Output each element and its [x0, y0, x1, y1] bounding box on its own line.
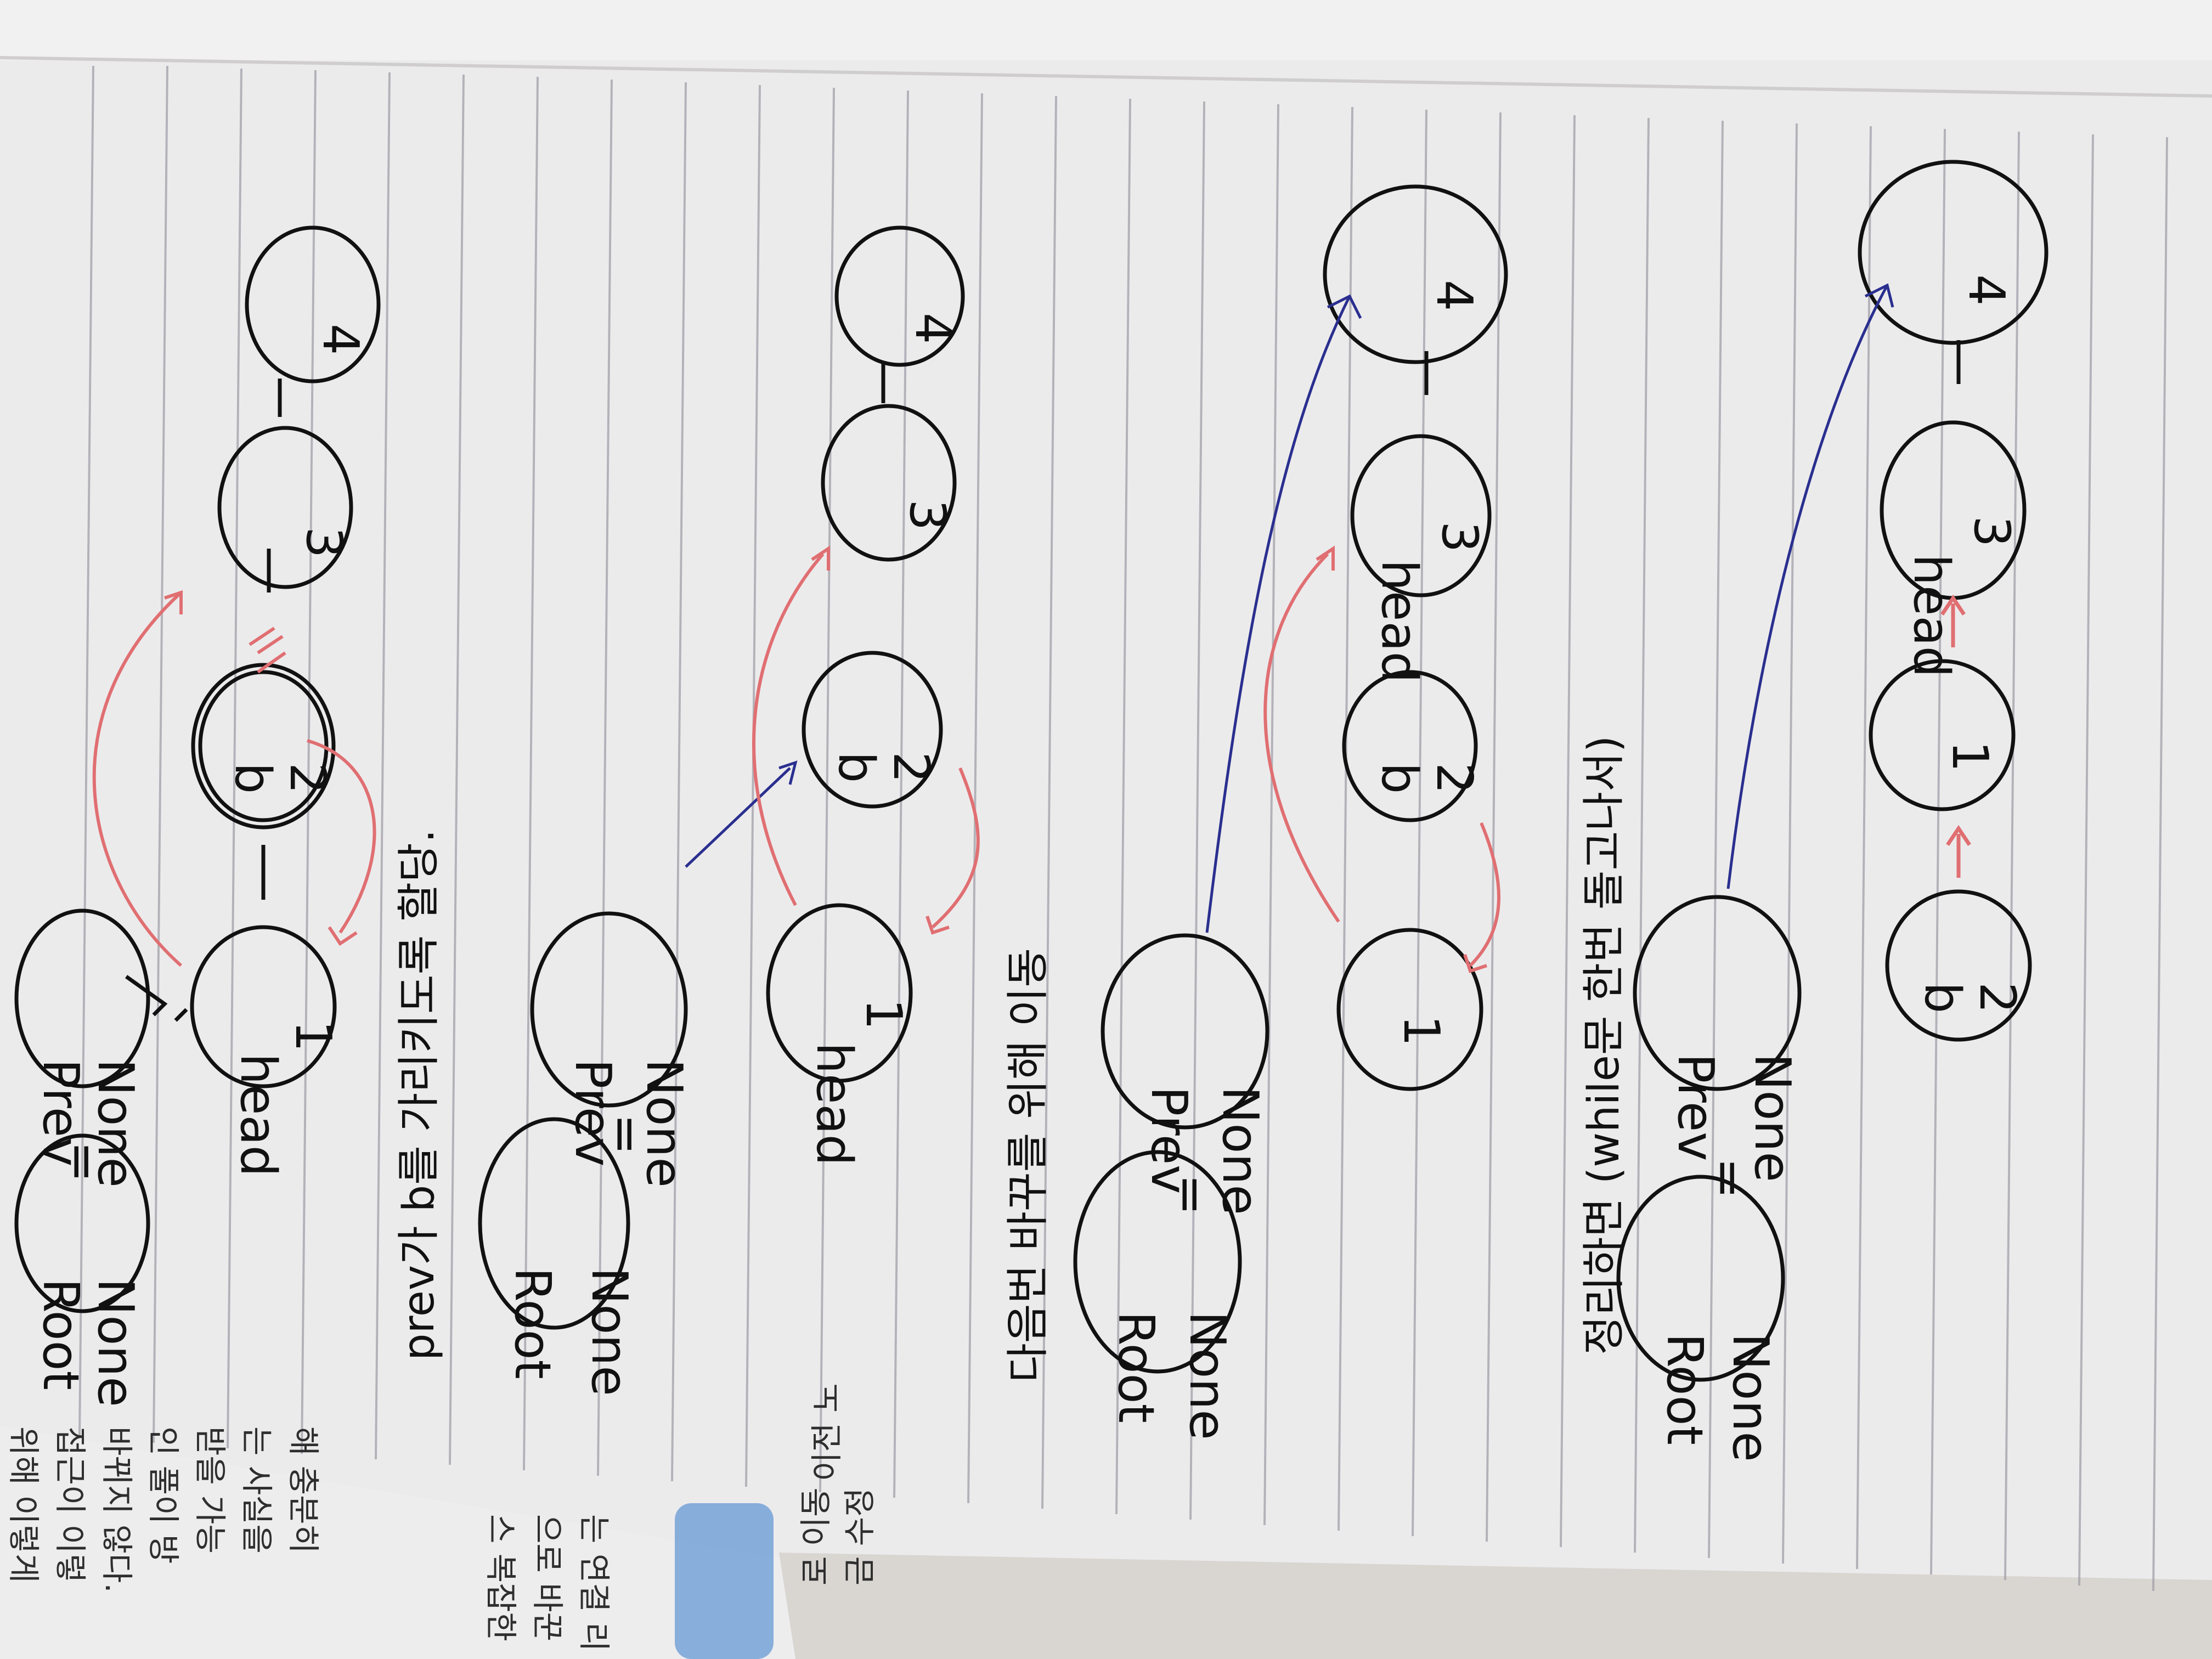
step2-node-head-bottom: 1: [855, 998, 912, 1030]
step1-red-arrow-head-to-3: [92, 591, 183, 967]
step1-diagram: [14, 225, 381, 1313]
step2-root-value: None: [580, 1267, 638, 1396]
step2-caption: prev가 b를 가리키도록 할당.: [394, 829, 444, 1361]
step4-diagram: [1616, 160, 2049, 1382]
step2-root-circle: [478, 1117, 630, 1330]
step3-root-value: None: [1178, 1311, 1236, 1440]
step3-prev-label: Prev: [1140, 1086, 1198, 1194]
step2-node-head-top: head: [805, 1042, 863, 1166]
step4-node-head-bottom: 3: [1963, 516, 2021, 547]
book-text-lower-right: [757, 1448, 867, 1657]
step1-node-head-bottom: 1: [284, 1020, 342, 1052]
step1-root-value: None: [87, 1278, 144, 1407]
step4-caption: 정리하면 (while문 한번 돌고나서): [1579, 736, 1629, 1355]
step1-node-3: [217, 426, 353, 589]
step1-node-head: [190, 925, 337, 1088]
step1-red-arrow-b-to-head: [307, 739, 376, 934]
step3-root-circle: [1073, 1150, 1242, 1374]
step4-node-b-top: b: [1914, 982, 1971, 1013]
step1-prev-value: None: [87, 1059, 144, 1188]
step1-prev-circle: [14, 909, 150, 1088]
step3-caption: 다음번 바꾸를 위해 이동: [1003, 948, 1053, 1383]
step2-prev-circle: [530, 911, 688, 1108]
step2-node-b-bottom: 2: [882, 752, 940, 783]
step1-equals: =: [54, 1141, 111, 1182]
step1-root-label: Root: [32, 1278, 89, 1390]
step3-node-head-bottom: 3: [1431, 521, 1488, 552]
notebook-bottom-edge: [779, 1553, 2212, 1659]
step4-node-4-bottom: 4: [1957, 274, 2015, 306]
step4-prev-value: None: [1743, 1053, 1801, 1182]
step4-prev-label: Prev: [1667, 1053, 1724, 1161]
step4-root-value: None: [1722, 1333, 1779, 1462]
step1-node-3-bottom: 3: [295, 527, 353, 558]
step2-node-b: [802, 651, 943, 809]
step2-red-arrow-head-to-3: [752, 553, 825, 906]
step1-node-head-top: head: [229, 1053, 287, 1177]
step3-node-head: [1350, 434, 1492, 597]
step1-node-b: [198, 670, 329, 822]
book-text-block-far: 이전 노: [0, 1426, 790, 1659]
step2-node-head: [766, 903, 913, 1083]
step3-prev-circle: [1101, 933, 1269, 1130]
step3-red-arrow-1-to-head: [1263, 552, 1340, 923]
step1-node-b-top: b: [224, 763, 281, 794]
step2-node-3-bottom: 3: [899, 499, 956, 531]
step1-node-4-bottom: 4: [312, 324, 369, 355]
step2-diagram: [478, 225, 965, 1330]
step3-node-b-top: b: [1370, 763, 1428, 794]
step4-root-circle: [1616, 1175, 1785, 1382]
step1-prev-label: Prev: [32, 1059, 89, 1166]
step4-node-b: [1885, 889, 2032, 1042]
step2-node-4-bottom: 4: [904, 313, 962, 344]
step2-equals: =: [597, 1114, 654, 1155]
step4-node-4: [1858, 160, 2049, 345]
step3-node-1: [1336, 928, 1483, 1091]
step2-node-3: [821, 404, 957, 562]
step3-node-4-bottom: 4: [1425, 280, 1483, 311]
step3-node-head-top: head: [1370, 560, 1428, 683]
page-top-edge: [0, 0, 2212, 60]
step3-node-1-bottom: 1: [1392, 1015, 1450, 1046]
step1-root-circle: [14, 1133, 150, 1313]
step4-equals: =: [1700, 1158, 1757, 1199]
step4-node-head-top: head: [1903, 554, 1960, 678]
step3-blue-arrow-prev-to-4: [1205, 295, 1351, 933]
ruled-lines: [78, 65, 2168, 1592]
step3-diagram: [1073, 184, 1508, 1374]
step2-prev-label: Prev: [564, 1059, 622, 1166]
step3-prev-value: None: [1211, 1086, 1269, 1215]
step1-node-b-bottom: 2: [279, 763, 336, 794]
step2-node-4: [834, 225, 965, 367]
step4-root-label: Root: [1656, 1333, 1713, 1445]
step3-node-4: [1323, 184, 1508, 364]
step4-node-b-bottom: 2: [1968, 982, 2026, 1013]
step3-equals: =: [1162, 1174, 1220, 1215]
step1-red-strike: [249, 627, 275, 646]
step3-red-arrow-b-to-1: [1469, 822, 1500, 967]
step2-blue-arrow-prev-to-b: [685, 767, 791, 868]
step4-blue-arrow-prev-to-4: [1726, 284, 1889, 889]
step3-root-label: Root: [1107, 1311, 1165, 1423]
book-page: [0, 1426, 823, 1659]
step2-red-arrow-b-to-head: [931, 767, 980, 929]
step2-root-label: Root: [504, 1267, 561, 1379]
step3-node-b: [1342, 670, 1478, 822]
step2-prev-value: None: [635, 1059, 693, 1188]
step4-node-1-bottom: 1: [1941, 741, 1999, 772]
step1-node-4: [245, 225, 381, 383]
step4-node-1: [1869, 659, 2016, 811]
step3-node-b-bottom: 2: [1425, 763, 1483, 794]
book-blue-box: [675, 1503, 774, 1659]
step4-prev-circle: [1633, 895, 1802, 1091]
step2-node-b-top: b: [827, 752, 885, 783]
